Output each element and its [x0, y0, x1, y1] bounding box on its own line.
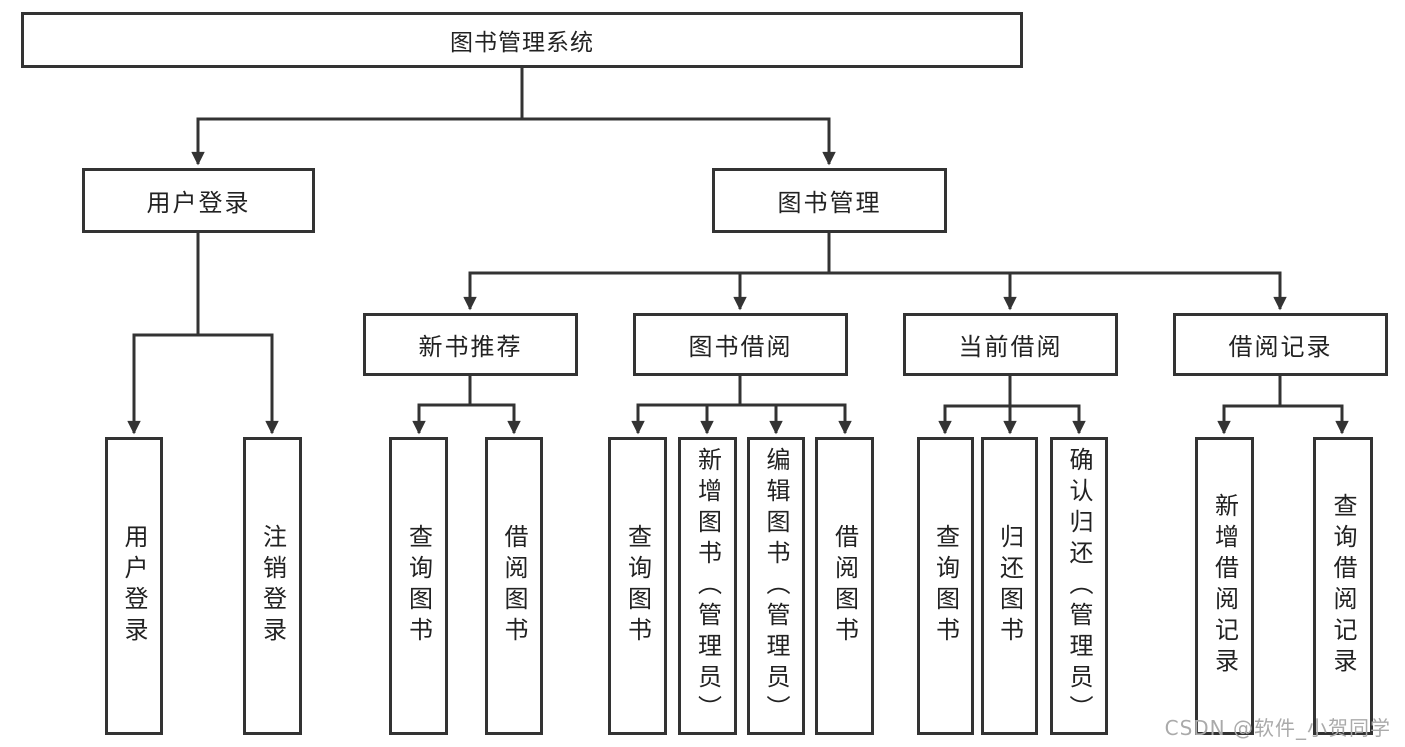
leaf-recommend-borrow-books: 借阅图书	[485, 437, 543, 735]
leaf-records-query-record: 查询借阅记录	[1313, 437, 1373, 735]
node-book-borrowing: 图书借阅	[633, 313, 848, 376]
node-new-book-recommend: 新书推荐	[363, 313, 578, 376]
leaf-borrowing-query-books-label: 查询图书	[623, 524, 652, 648]
node-borrowing-records: 借阅记录	[1173, 313, 1388, 376]
leaf-borrowing-edit-books: 编辑图书（管理员）	[747, 437, 805, 735]
leaf-current-query-books-label: 查询图书	[931, 524, 960, 648]
node-current-borrowing-label: 当前借阅	[958, 333, 1063, 361]
leaf-recommend-query-books: 查询图书	[389, 437, 448, 735]
node-user-login-label: 用户登录	[146, 189, 251, 217]
leaf-current-return-books: 归还图书	[981, 437, 1038, 735]
node-root-label: 图书管理系统	[450, 30, 594, 56]
node-book-borrowing-label: 图书借阅	[688, 333, 793, 361]
leaf-records-add-record-label: 新增借阅记录	[1210, 493, 1239, 679]
leaf-borrowing-borrow-books-label: 借阅图书	[830, 524, 859, 648]
node-borrowing-records-label: 借阅记录	[1228, 333, 1333, 361]
leaf-borrowing-add-books: 新增图书（管理员）	[678, 437, 737, 735]
leaf-current-query-books: 查询图书	[917, 437, 974, 735]
leaf-user-login: 用户登录	[105, 437, 163, 735]
leaf-recommend-query-books-label: 查询图书	[404, 524, 433, 648]
leaf-borrowing-edit-books-label: 编辑图书（管理员）	[762, 446, 790, 726]
leaf-borrowing-add-books-label: 新增图书（管理员）	[693, 446, 722, 726]
leaf-borrowing-query-books: 查询图书	[608, 437, 667, 735]
leaf-current-confirm-return: 确认归还（管理员）	[1050, 437, 1108, 735]
leaf-current-return-books-label: 归还图书	[995, 524, 1024, 648]
connector-arrows	[127, 119, 1349, 435]
watermark-text: CSDN @软件_小贺同学	[1164, 716, 1391, 740]
leaf-records-add-record: 新增借阅记录	[1195, 437, 1254, 735]
leaf-current-confirm-return-label: 确认归还（管理员）	[1065, 446, 1093, 726]
leaf-recommend-borrow-books-label: 借阅图书	[500, 524, 528, 648]
leaf-records-query-record-label: 查询借阅记录	[1329, 493, 1357, 679]
leaf-user-login-label: 用户登录	[120, 524, 148, 648]
leaf-borrowing-borrow-books: 借阅图书	[815, 437, 874, 735]
node-new-book-recommend-label: 新书推荐	[418, 333, 523, 361]
leaf-logout: 注销登录	[243, 437, 302, 735]
node-user-login: 用户登录	[82, 168, 315, 233]
node-current-borrowing: 当前借阅	[903, 313, 1118, 376]
node-book-management: 图书管理	[712, 168, 947, 233]
leaf-logout-label: 注销登录	[258, 524, 287, 648]
node-book-management-label: 图书管理	[777, 189, 882, 217]
node-root: 图书管理系统	[21, 12, 1023, 68]
connector-segments	[132, 68, 1344, 408]
